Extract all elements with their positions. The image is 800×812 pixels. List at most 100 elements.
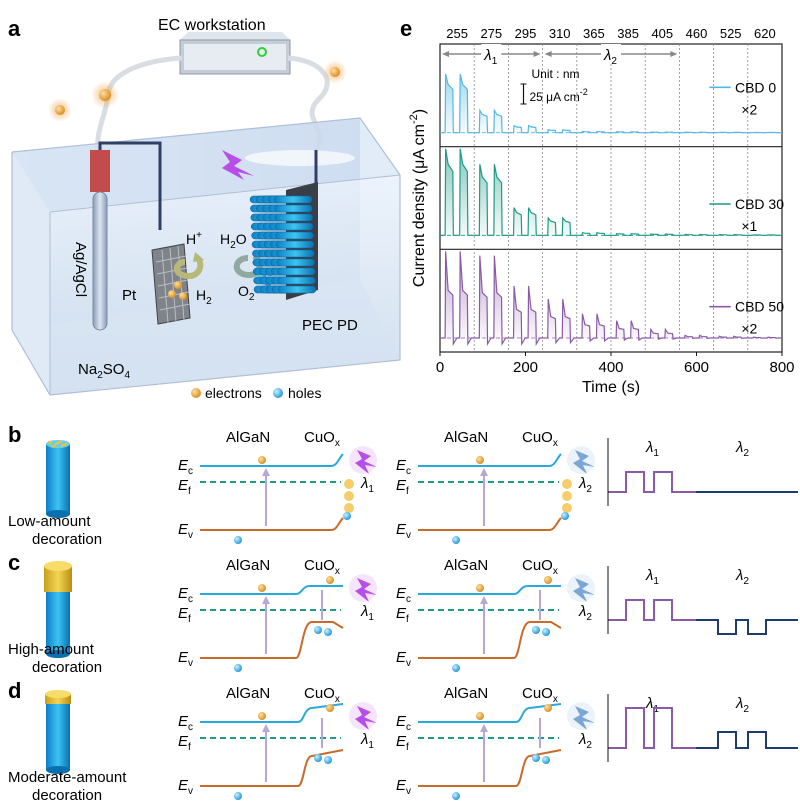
cuox-state-icon — [344, 479, 354, 489]
lambda1-label: λ1 — [645, 439, 659, 459]
h2-sub: 2 — [206, 296, 212, 307]
series-line — [440, 148, 782, 236]
electron-icon — [544, 704, 552, 712]
nanorod — [277, 285, 317, 294]
panel-letter-c: c — [8, 550, 20, 575]
conduction-band — [200, 453, 344, 467]
decoration-caption: decoration — [32, 531, 102, 548]
svg-text:λ1: λ1 — [483, 47, 497, 67]
lambda1-pulses — [608, 707, 696, 749]
lambda-label: λ1 — [360, 731, 374, 751]
legend-series-name: CBD 30 — [735, 196, 784, 212]
valence-band — [418, 517, 562, 531]
conduction-band — [418, 703, 562, 723]
light-bolt-icon — [355, 706, 377, 730]
h-plus-label: H — [186, 231, 196, 247]
panel-letter-b: b — [8, 422, 21, 447]
cuox-state-icon — [562, 503, 572, 513]
legend-multiplier: ×2 — [741, 101, 757, 117]
algan-rod — [46, 444, 70, 514]
electron-icon — [476, 584, 484, 592]
ef-label: Ef — [178, 605, 191, 625]
wavelength-label: 525 — [720, 26, 742, 41]
decoration-caption: decoration — [32, 659, 102, 676]
nanorod — [275, 240, 315, 249]
decoration-caption: Low-amount — [8, 513, 91, 530]
wavelength-label: 275 — [480, 26, 502, 41]
h-plus-sup: + — [196, 230, 202, 241]
hole-icon — [542, 628, 550, 636]
cuox-dot — [60, 445, 64, 448]
algan-label: AlGaN — [226, 429, 270, 446]
nanorod — [274, 213, 314, 222]
ev-label: Ev — [178, 649, 193, 669]
conduction-band — [200, 703, 344, 723]
cuox-label: CuOx — [522, 557, 558, 577]
valence-band — [200, 517, 344, 531]
electron-icon — [326, 576, 334, 584]
ec-label: Ec — [178, 457, 193, 477]
cuox-state-icon — [562, 479, 572, 489]
electron-icon — [168, 290, 176, 298]
valence-band — [418, 621, 562, 659]
svg-text:Na2SO4: Na2SO4 — [78, 361, 130, 381]
hole-icon — [234, 792, 242, 800]
cuox-dot — [48, 442, 52, 445]
ef-label: Ef — [396, 605, 409, 625]
nanorod — [273, 195, 313, 204]
nanorod-icon — [44, 561, 72, 658]
cuox-label: CuOx — [304, 685, 340, 705]
ec-label: Ec — [178, 585, 193, 605]
decoration-caption: decoration — [32, 787, 102, 804]
series-0: CBD 0×2 — [440, 73, 782, 134]
legend-electron-icon — [191, 388, 201, 398]
conduction-band — [418, 453, 562, 467]
wavelength-label: 310 — [549, 26, 571, 41]
light-bolt-icon — [355, 578, 377, 602]
cuox-dot — [63, 443, 67, 447]
ev-label: Ev — [396, 521, 411, 541]
unit-label: Unit : nm — [532, 67, 580, 81]
electron-orb-icon — [330, 67, 340, 77]
lambda1-pulses — [608, 471, 696, 493]
hole-icon — [532, 626, 540, 634]
cuox-state-icon — [562, 491, 572, 501]
hole-icon — [532, 754, 540, 762]
x-tick-label: 800 — [769, 359, 794, 376]
light-bolt-icon — [573, 578, 595, 602]
nanorod — [274, 204, 313, 213]
ec-label: Ec — [396, 713, 411, 733]
lambda2-label: λ2 — [735, 567, 749, 587]
cuox-label: CuOx — [304, 429, 340, 449]
nanorod-icon — [46, 440, 70, 518]
hole-icon — [542, 756, 550, 764]
ef-label: Ef — [396, 477, 409, 497]
pec-pd-label: PEC PD — [302, 317, 358, 334]
lambda-label: λ1 — [360, 603, 374, 623]
ec-label: Ec — [396, 585, 411, 605]
photoresponse-trace: λ1 λ2 — [607, 566, 798, 635]
nanorod — [277, 276, 316, 285]
lambda2-pulses — [696, 731, 798, 749]
nanorod — [276, 258, 316, 267]
x-tick-label: 200 — [513, 359, 538, 376]
lambda-label: λ1 — [360, 475, 374, 495]
series-2: CBD 50×2 — [440, 251, 784, 347]
electron-icon — [544, 576, 552, 584]
hole-icon — [343, 512, 351, 520]
scale-bar-label: 25 μA cm-2 — [530, 87, 588, 104]
x-axis-label: Time (s) — [582, 379, 640, 396]
lambda1-label: λ1 — [645, 567, 659, 587]
cuox-dot — [50, 445, 54, 448]
decoration-caption: Moderate-amount — [8, 769, 127, 786]
electron-icon — [258, 712, 266, 720]
cuox-label: CuOx — [522, 429, 558, 449]
